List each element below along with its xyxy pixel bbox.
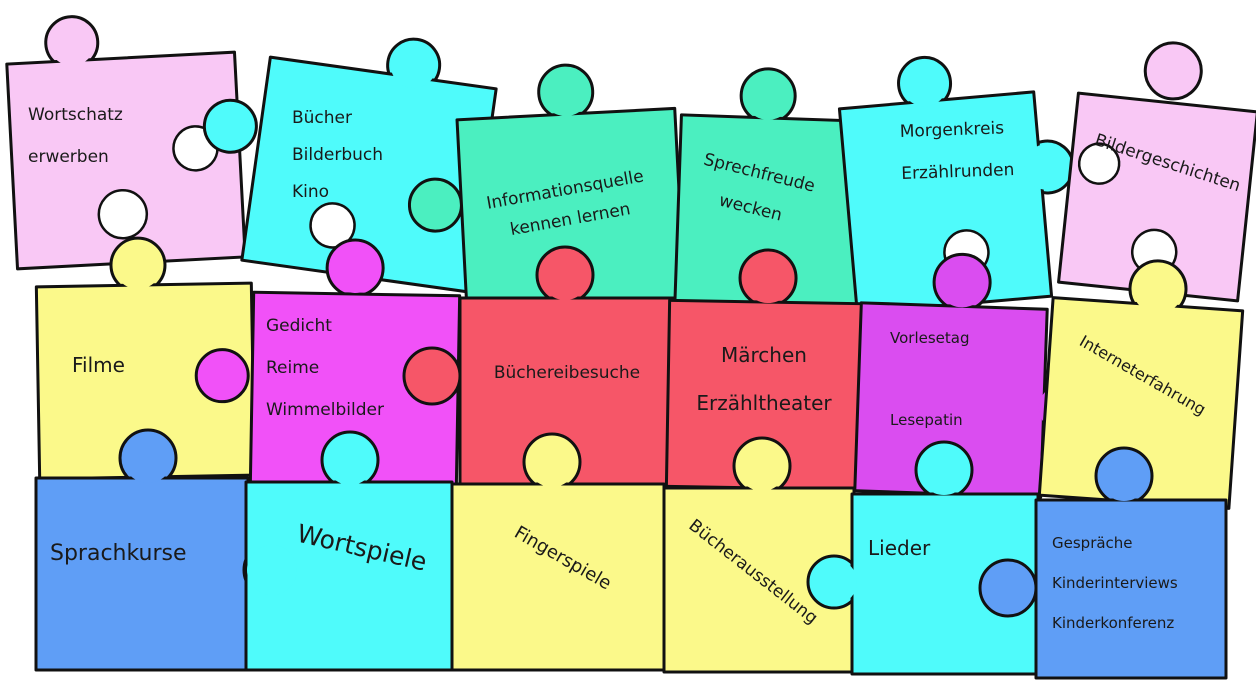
label-line: Kino	[292, 182, 329, 202]
label-filme: Filme	[72, 353, 125, 377]
label-wortschatz: Wortschatz erwerben	[28, 105, 123, 167]
puzzle-tab-fill	[527, 437, 577, 487]
label-line: Filme	[72, 353, 125, 377]
label-line: Lesepatin	[890, 411, 963, 429]
puzzle-piece-gedicht	[194, 238, 462, 490]
puzzle-tab-fill	[1099, 451, 1149, 501]
label-line: Büchereibesuche	[494, 363, 640, 383]
puzzle-hole	[97, 188, 149, 240]
puzzle-tab-fill	[811, 559, 857, 605]
puzzle-tab-fill	[407, 351, 457, 401]
puzzle-tab-fill	[1133, 263, 1184, 314]
puzzle-tab-fill	[390, 42, 437, 89]
puzzle-tab-fill	[901, 60, 948, 107]
label-line: Morgenkreis	[899, 118, 1004, 142]
puzzle-tab-fill	[937, 257, 988, 308]
label-line: Gespräche	[1052, 534, 1133, 552]
puzzle-tab-fill	[123, 433, 173, 483]
puzzle-tab-fill	[461, 555, 507, 601]
puzzle-tab-fill	[1024, 143, 1071, 190]
puzzle-hole	[309, 202, 356, 249]
label-line: Gedicht	[266, 316, 332, 336]
puzzle-piece-buecher	[202, 37, 498, 294]
puzzle-piece-bildergeschichten	[1057, 41, 1256, 303]
label-line: Kinderkonferenz	[1052, 614, 1174, 632]
puzzle-tab-fill	[541, 68, 590, 117]
label-morgenkreis: MorgenkreisErzählrunden	[899, 118, 1014, 184]
label-line: Bilderbuch	[292, 145, 383, 165]
puzzle-piece-interneterfahrung	[1037, 259, 1245, 510]
puzzle-tab-fill	[540, 250, 590, 300]
puzzle-piece-wortschatz	[5, 15, 247, 271]
puzzle-piece-wortspiele	[242, 430, 454, 672]
label-line: Märchen	[721, 343, 807, 367]
label-line: Wimmelbilder	[266, 400, 384, 420]
puzzle-hole	[1077, 142, 1121, 185]
label-sprachkurse: Sprachkurse	[50, 541, 187, 566]
puzzle-tab-fill	[412, 182, 459, 229]
label-line: Kinderinterviews	[1052, 574, 1178, 592]
label-buechereibesuche: Büchereibesuche	[494, 363, 640, 383]
label-line: Erzählrunden	[901, 160, 1015, 184]
puzzle-tab-fill	[207, 103, 254, 150]
puzzle-body	[1034, 498, 1228, 680]
puzzle-tab-fill	[1148, 45, 1199, 96]
puzzle-piece-gespraeche	[978, 446, 1228, 680]
label-line: Vorlesetag	[890, 329, 969, 347]
label-line: erwerben	[28, 147, 109, 167]
puzzle-tab-fill	[325, 435, 375, 485]
puzzle-piece-sprachkurse	[34, 428, 250, 672]
puzzle-tab-fill	[199, 352, 246, 399]
puzzle-piece-fingerspiele	[450, 432, 666, 672]
puzzle-tab-fill	[743, 253, 794, 304]
puzzle-pieces	[5, 15, 1256, 680]
puzzle-tab-fill	[330, 242, 381, 293]
puzzle-piece-morgenkreis	[837, 55, 1075, 315]
puzzle-tab-fill	[919, 445, 969, 495]
label-line: Sprachkurse	[50, 541, 187, 566]
label-line: Reime	[266, 358, 319, 378]
puzzle-tab-fill	[744, 71, 793, 120]
puzzle-tab-fill	[983, 563, 1033, 613]
label-line: Wortschatz	[28, 105, 123, 125]
puzzle-piece-filme	[34, 236, 257, 481]
puzzle-tab-fill	[737, 441, 787, 491]
puzzle-body	[34, 476, 250, 672]
label-line: Bücher	[292, 108, 352, 128]
puzzle-tab-fill	[48, 19, 95, 66]
label-line: Erzähltheater	[696, 391, 832, 415]
label-lieder: Lieder	[868, 536, 931, 560]
puzzle-tab-fill	[247, 545, 297, 595]
puzzle-tab-fill	[113, 241, 162, 290]
label-line: Lieder	[868, 536, 931, 560]
